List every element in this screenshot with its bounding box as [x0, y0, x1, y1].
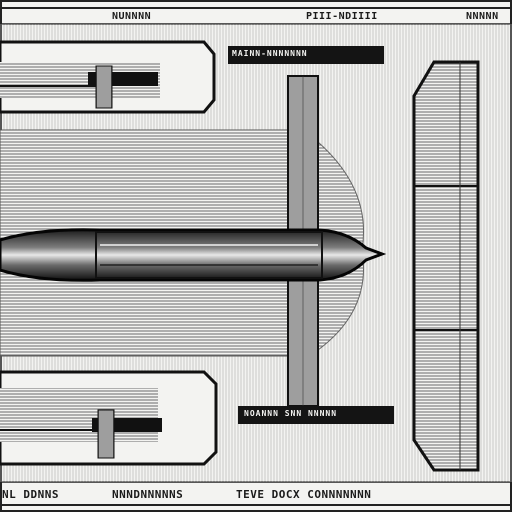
- projectile-drawing: [0, 228, 387, 282]
- side-prism-drawing: [412, 60, 480, 472]
- top-left-label: NUNNNN: [112, 11, 152, 22]
- top-center-label: PIII-NDIIII: [306, 11, 378, 22]
- mid-banner: [238, 406, 394, 424]
- lower-cartridge-drawing: [0, 370, 218, 466]
- top-banner-label: MAINN-NNNNNNN: [232, 49, 308, 58]
- bottom-center-label: NNNDNNNNNS: [112, 488, 184, 501]
- upper-cartridge-drawing: [0, 40, 216, 114]
- mid-banner-label: NOANNN SNN NNNNN: [244, 409, 338, 418]
- top-banner: [228, 46, 384, 64]
- top-right-label: NNNNN: [466, 11, 499, 22]
- bottom-right-label: TEVE DOCX CONNNNNNN: [236, 488, 372, 501]
- bottom-left-label: NL DDNNS: [2, 488, 59, 501]
